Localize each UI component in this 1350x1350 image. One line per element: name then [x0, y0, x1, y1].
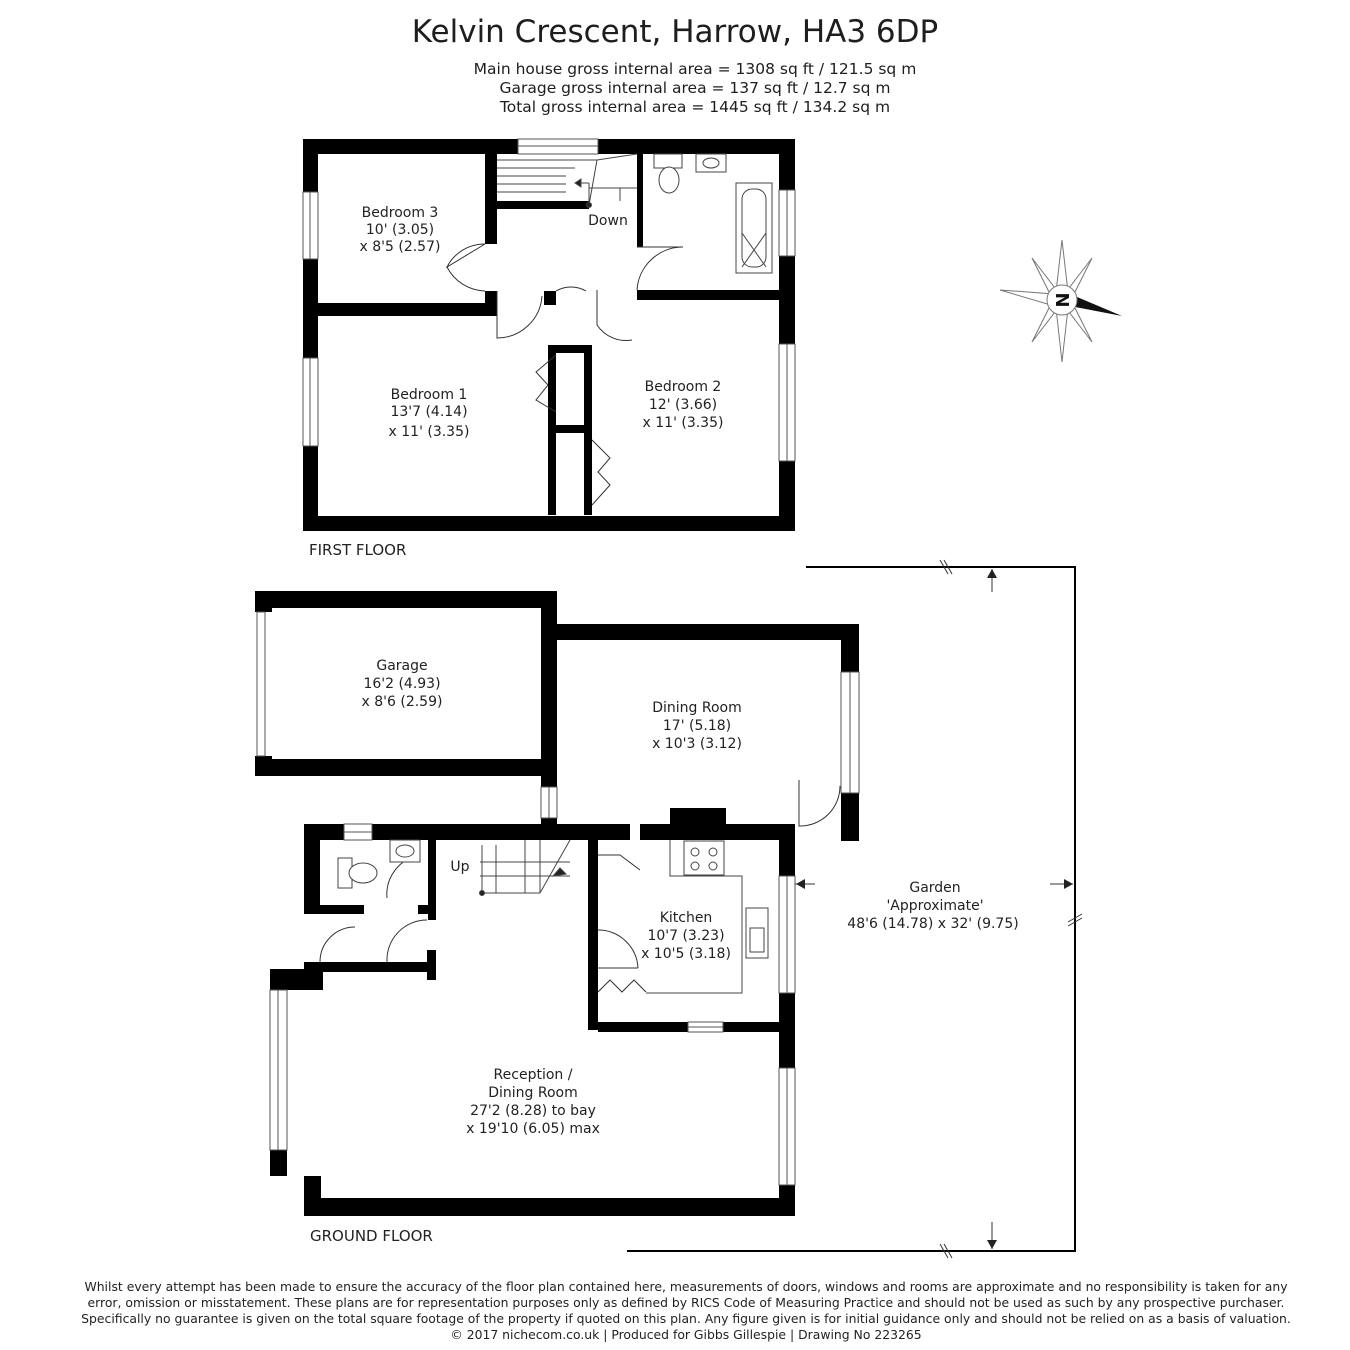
room-reception: Reception / Dining Room 27'2 (8.28) to b… [466, 1067, 600, 1137]
garage-dim1: 16'2 (4.93) [363, 676, 440, 692]
room-bedroom-2: Bedroom 2 12' (3.66) x 11' (3.35) [643, 379, 724, 431]
area-total: Total gross internal area = 1445 sq ft /… [499, 98, 891, 116]
area-main: Main house gross internal area = 1308 sq… [473, 60, 917, 78]
bedroom-2-dim1: 12' (3.66) [649, 397, 717, 413]
first-floor-walls [303, 139, 795, 531]
room-bedroom-1: Bedroom 1 13'7 (4.14) x 11' (3.35) [389, 387, 470, 440]
disclaimer-line-2: error, omission or misstatement. These p… [87, 1295, 1285, 1310]
reception-name-1: Reception / [494, 1067, 573, 1083]
room-kitchen: Kitchen 10'7 (3.23) x 10'5 (3.18) [641, 910, 731, 962]
garden-note: 'Approximate' [886, 898, 983, 914]
dining-name: Dining Room [652, 700, 742, 716]
reception-dim2: x 19'10 (6.05) max [466, 1121, 600, 1137]
first-floor-stairs [497, 153, 638, 208]
kitchen-dim1: 10'7 (3.23) [647, 928, 724, 944]
kitchen-name: Kitchen [660, 910, 713, 926]
disclaimer-line-3: Specifically no guarantee is given on th… [81, 1311, 1291, 1326]
garden-name: Garden [909, 880, 960, 896]
garden-dims: 48'6 (14.78) x 32' (9.75) [847, 916, 1018, 932]
stair-down-label: Down [588, 213, 628, 229]
stair-up-label: Up [450, 859, 469, 875]
garden-boundary [627, 566, 1076, 1252]
bedroom-1-name: Bedroom 1 [391, 387, 468, 403]
garden-arrowheads [796, 569, 1073, 1249]
first-floor-label: FIRST FLOOR [309, 541, 406, 559]
ground-floor-windows [256, 611, 860, 1186]
area-summary: Main house gross internal area = 1308 sq… [0, 60, 1350, 117]
ground-floor: Up Garage 16'2 (4.93) x 8'6 (2.59) Dinin… [255, 591, 860, 1245]
first-floor-windows [302, 138, 796, 462]
reception-dim1: 27'2 (8.28) to bay [470, 1103, 596, 1119]
room-bedroom-3: Bedroom 3 10' (3.05) x 8'5 (2.57) [360, 205, 441, 255]
garage-dim2: x 8'6 (2.59) [362, 694, 443, 710]
garden: Garden 'Approximate' 48'6 (14.78) x 32' … [627, 559, 1083, 1259]
compass-north-letter: N [1051, 292, 1072, 307]
room-dining: Dining Room 17' (5.18) x 10'3 (3.12) [652, 700, 742, 752]
bedroom-1-dim1: 13'7 (4.14) [390, 404, 467, 420]
dining-dim2: x 10'3 (3.12) [652, 736, 742, 752]
first-floor-doors [445, 243, 684, 506]
bedroom-2-name: Bedroom 2 [645, 379, 722, 395]
dining-dim1: 17' (5.18) [663, 718, 731, 734]
bedroom-3-dim1: 10' (3.05) [366, 222, 434, 238]
disclaimer: Whilst every attempt has been made to en… [0, 1279, 1350, 1343]
wc-fixtures [337, 839, 421, 889]
plan-title: Kelvin Crescent, Harrow, HA3 6DP [411, 14, 939, 50]
bedroom-3-name: Bedroom 3 [362, 205, 439, 221]
copyright-line: © 2017 nichecom.co.uk | Produced for Gib… [450, 1327, 922, 1342]
kitchen-fittings [646, 840, 769, 994]
first-floor: Down Bedroom 3 10' (3.05) x 8'5 (2.57) B… [302, 138, 796, 559]
reception-name-2: Dining Room [488, 1085, 578, 1101]
garage-name: Garage [376, 658, 427, 674]
compass-rose-icon: N [999, 239, 1122, 363]
room-garage: Garage 16'2 (4.93) x 8'6 (2.59) [362, 658, 443, 710]
bedroom-1-dim2: x 11' (3.35) [389, 424, 470, 440]
bedroom-2-dim2: x 11' (3.35) [643, 415, 724, 431]
ground-floor-doors [319, 780, 841, 993]
ground-floor-label: GROUND FLOOR [310, 1227, 433, 1245]
ground-floor-walls [255, 591, 859, 1216]
bedroom-3-dim2: x 8'5 (2.57) [360, 239, 441, 255]
area-garage: Garage gross internal area = 137 sq ft /… [499, 79, 891, 97]
ground-floor-stairs [479, 839, 571, 896]
disclaimer-line-1: Whilst every attempt has been made to en… [84, 1279, 1288, 1294]
bathroom-fixtures [653, 153, 773, 274]
kitchen-dim2: x 10'5 (3.18) [641, 946, 731, 962]
